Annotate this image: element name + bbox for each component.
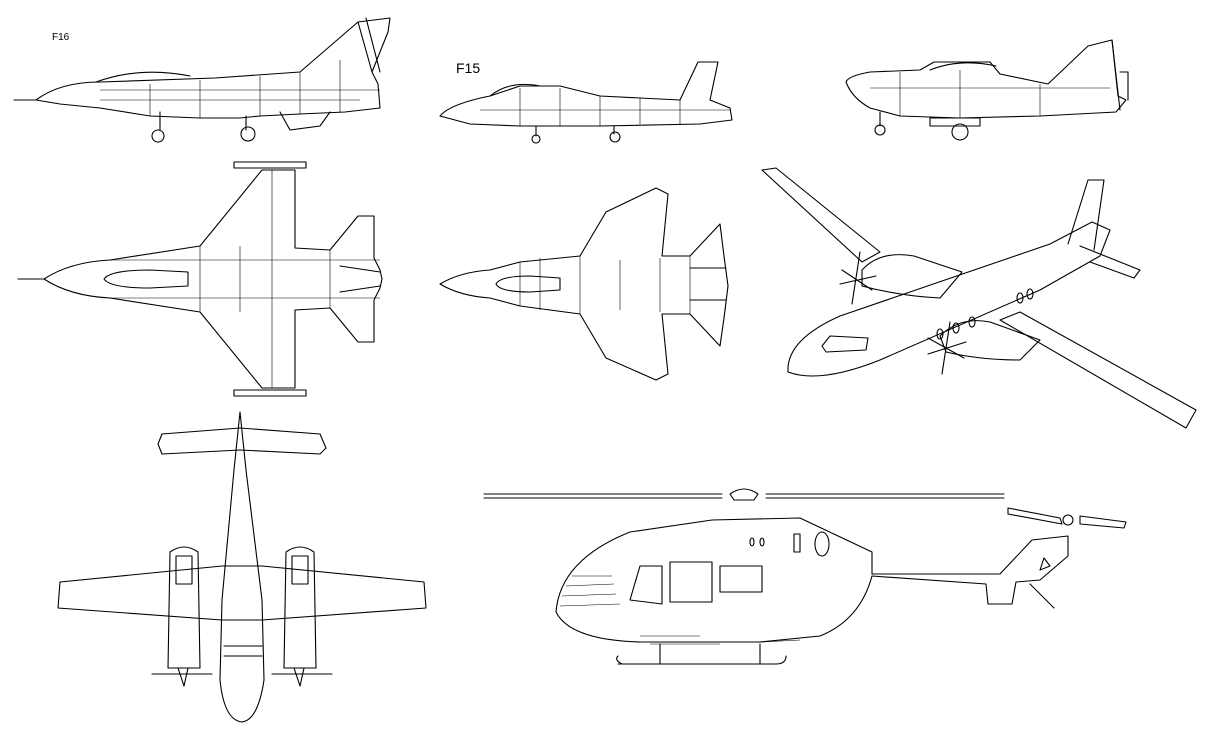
- f15-top-view: [439, 187, 729, 381]
- f16-top-view: [17, 161, 383, 397]
- f15-label: F15: [456, 60, 481, 76]
- twin-engine-top-view: [57, 411, 427, 723]
- f16-side-view: [13, 17, 391, 143]
- prop-fighter-side-view: [845, 39, 1129, 141]
- turboprop-perspective-view: [761, 167, 1197, 429]
- helicopter-side-view: [483, 488, 1127, 665]
- f15-side-view: [439, 61, 733, 144]
- f16-label: F16: [52, 32, 70, 43]
